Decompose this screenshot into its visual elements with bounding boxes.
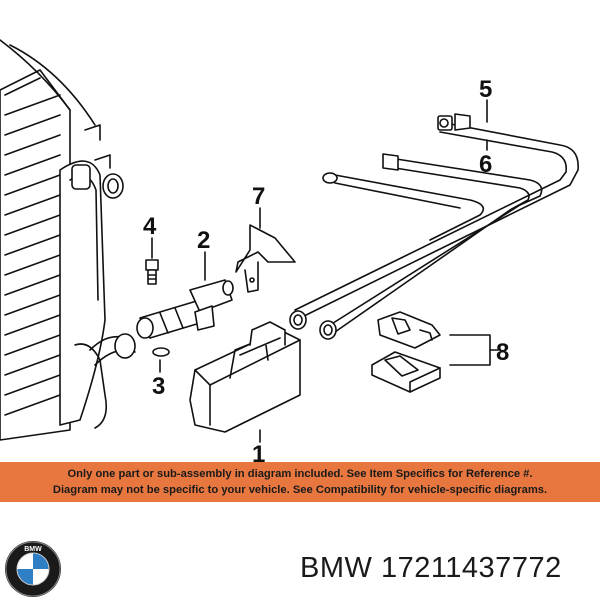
callout-4: 4 [143,213,157,240]
washer [152,347,170,373]
callout-5: 5 [479,76,492,103]
mounting-bracket [235,207,296,293]
callout-6: 6 [479,151,492,178]
hose-fitting [136,251,234,339]
callout-8: 8 [496,339,509,366]
callout-1: 1 [252,441,265,462]
bmw-logo-icon: BMW [5,541,61,597]
reservoir-tank [189,321,301,443]
callout-7: 7 [252,183,265,210]
disclaimer-banner: Only one part or sub-assembly in diagram… [0,462,600,502]
logo-letters: BMW [24,546,42,553]
part-number: 17211437772 [380,552,562,584]
parts-diagram: 1 2 3 4 5 6 7 8 [0,39,579,462]
part-label: BMW 17211437772 [300,552,562,585]
radiator [0,39,136,441]
bleeder-screw [145,237,159,285]
disclaimer-line-1: Only one part or sub-assembly in diagram… [67,468,533,480]
brand-name: BMW [300,552,373,584]
fuel-lines [289,99,579,340]
disclaimer-line-2: Diagram may not be specific to your vehi… [52,484,548,496]
footer [0,502,600,600]
callout-3: 3 [152,373,165,400]
callout-2: 2 [197,227,210,254]
line-clips [371,311,499,393]
